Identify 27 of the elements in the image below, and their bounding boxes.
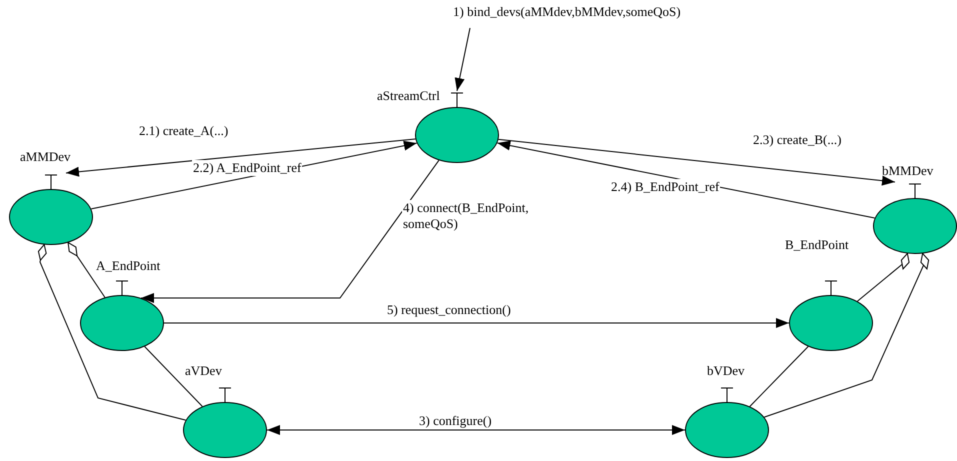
object-name: A_EndPoint — [96, 259, 160, 272]
object-name: B_EndPoint — [785, 238, 849, 251]
message-arrow — [496, 140, 876, 218]
edge-label: 2.1) create_A(...) — [138, 123, 230, 139]
edge-label: 5) request_connection() — [386, 302, 512, 318]
object-name: aVDev — [185, 364, 222, 377]
edge-label: 3) configure() — [418, 413, 493, 429]
message-arrow — [498, 138, 896, 186]
message-arrow — [140, 160, 440, 303]
edge-label: 1) bind_devs(aMMdev,bMMdev,someQoS) — [452, 4, 682, 20]
edge-label: 2.2) A_EndPoint_ref — [192, 160, 302, 176]
message-arrow — [454, 28, 470, 92]
message-arrow — [164, 318, 790, 328]
aggregation-line — [764, 253, 930, 418]
message-arrow — [266, 425, 686, 435]
association-line — [144, 346, 203, 407]
object-name: bVDev — [707, 364, 745, 377]
object-name: aMMDev — [20, 150, 71, 163]
aggregation-line — [856, 253, 910, 302]
message-arrow — [66, 138, 416, 177]
association-line — [749, 346, 809, 407]
object-name: aStreamCtrl — [377, 89, 440, 102]
aggregation-line — [68, 242, 106, 298]
object-name: bMMDev — [882, 164, 934, 177]
aggregation-line — [38, 244, 186, 421]
edge-label: 2.3) create_B(...) — [752, 132, 842, 148]
edge-label: 2.4) B_EndPoint_ref — [610, 179, 720, 195]
